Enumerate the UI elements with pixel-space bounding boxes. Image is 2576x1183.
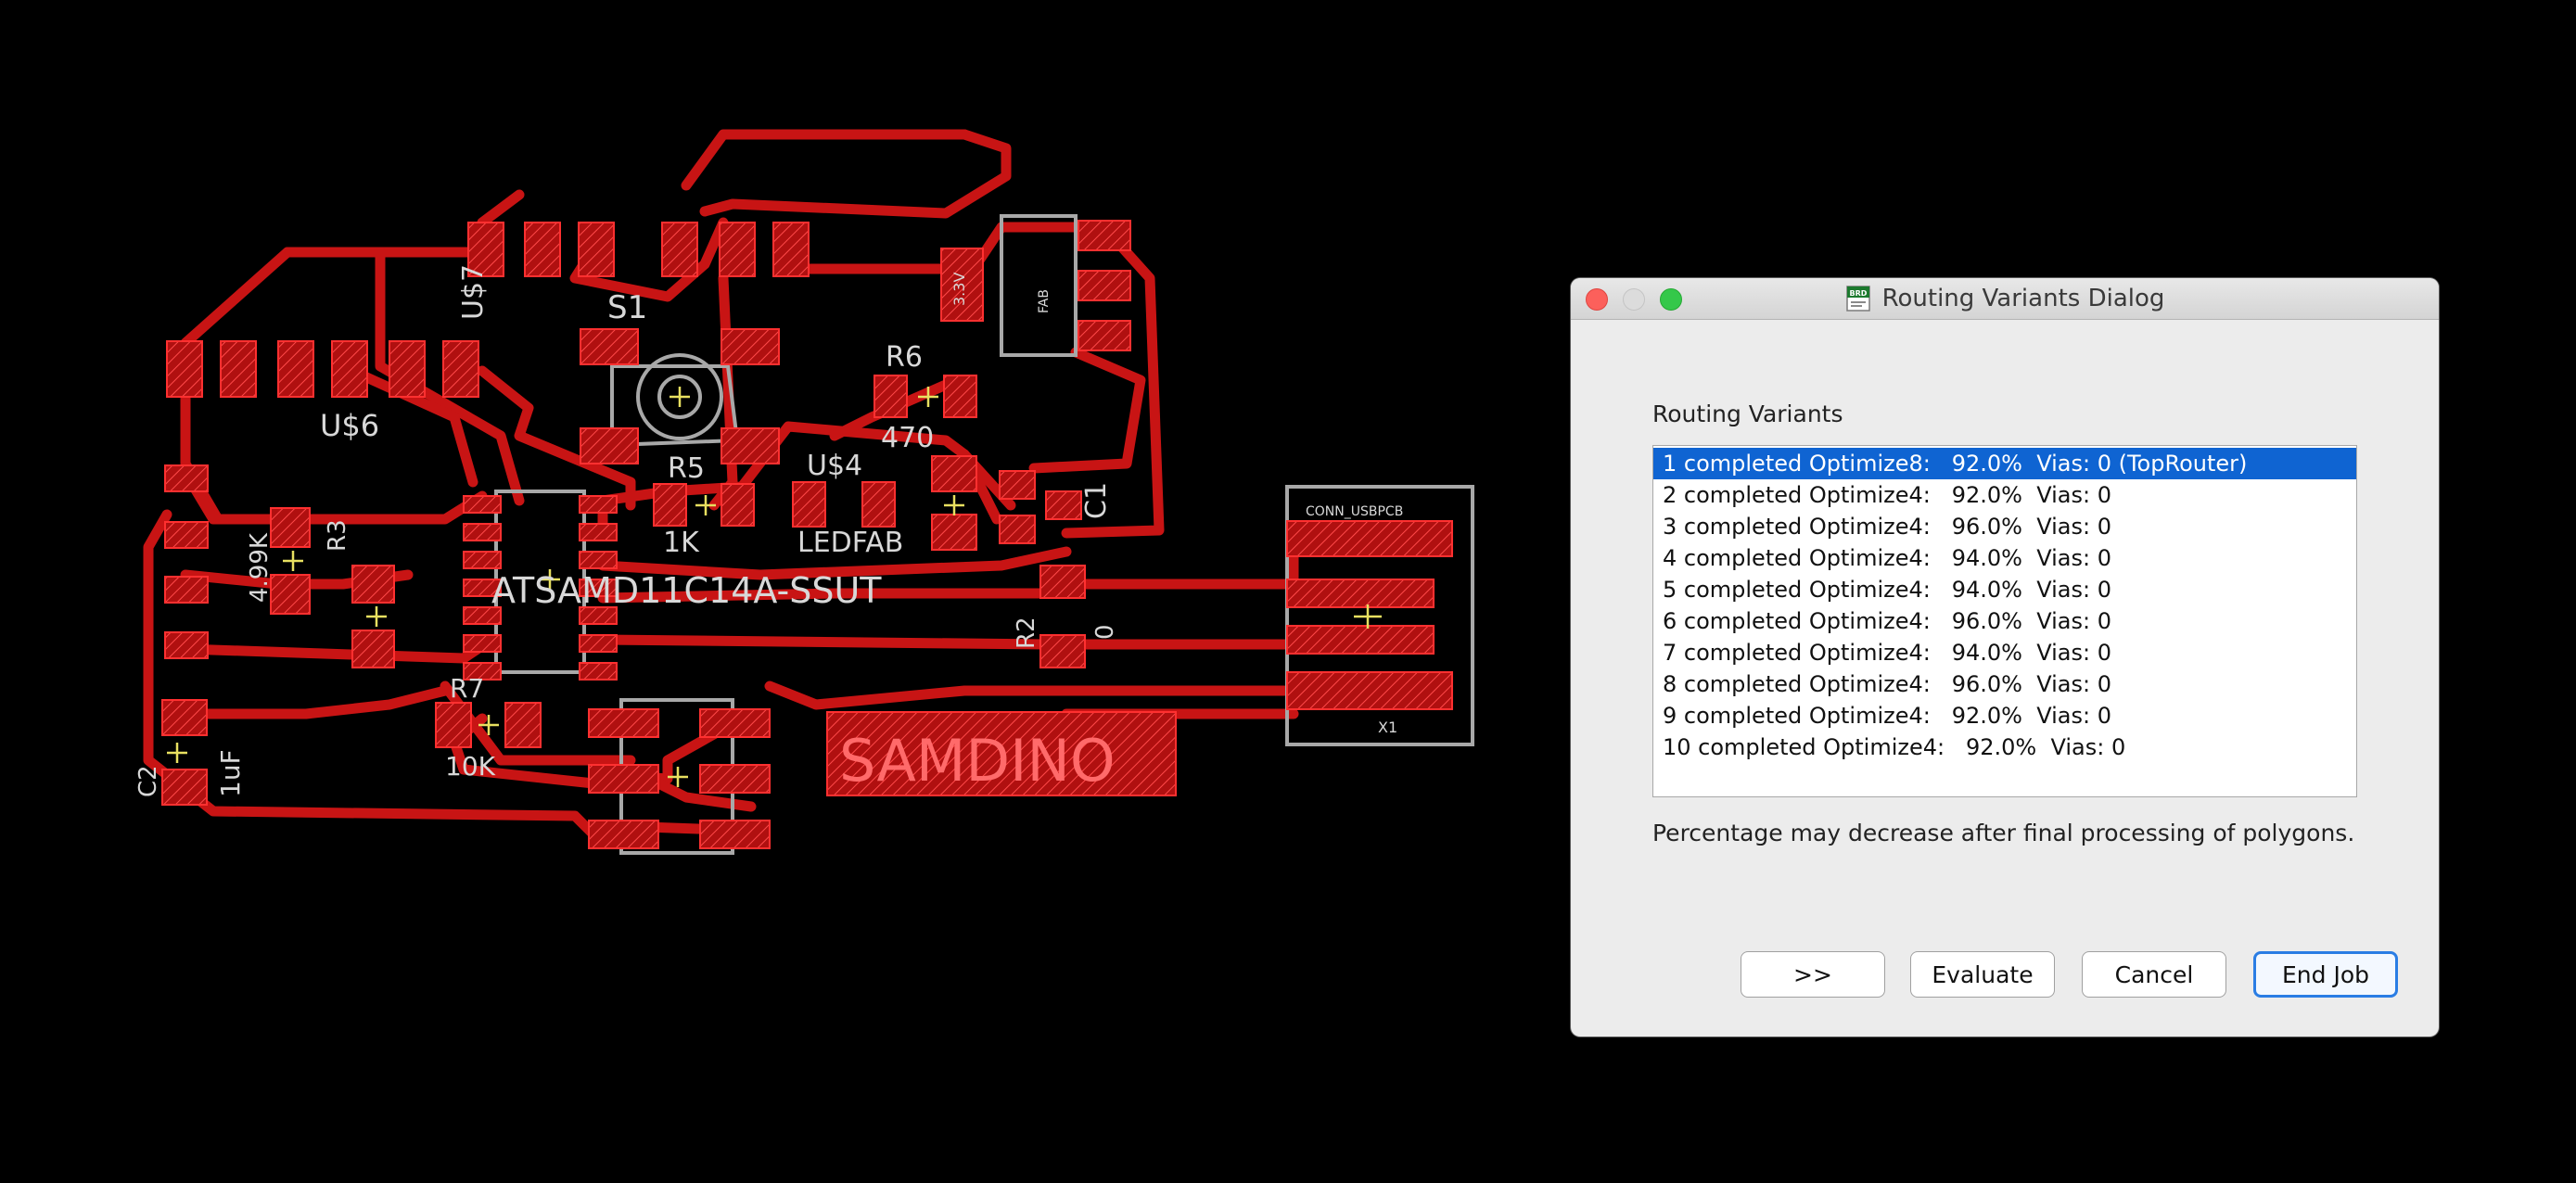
zoom-window-button[interactable] — [1660, 288, 1682, 311]
board-file-icon-text: BRD — [1849, 289, 1867, 298]
label-mcu: ATSAMD11C14A-SSUT — [491, 570, 882, 611]
label-u4: U$4 — [807, 450, 862, 482]
next-variant-button[interactable]: >> — [1741, 951, 1885, 998]
routing-variants-dialog: BRD Routing Variants Dialog Routing Vari… — [1571, 278, 2439, 1037]
label-samdino: SAMDINO — [839, 727, 1116, 795]
label-u7: U$7 — [457, 264, 490, 320]
routing-variants-label: Routing Variants — [1652, 401, 1843, 427]
label-led: LEDFAB — [797, 527, 903, 559]
dialog-title-group: BRD Routing Variants Dialog — [1571, 278, 2439, 319]
label-r6: R6 — [886, 341, 923, 374]
label-r7: R7 — [450, 673, 484, 704]
routing-variant-row[interactable]: 6 completed Optimize4: 96.0% Vias: 0 — [1663, 608, 2111, 634]
routing-variant-row[interactable]: 2 completed Optimize4: 92.0% Vias: 0 — [1663, 482, 2111, 508]
routing-variants-list[interactable]: 1 completed Optimize8: 92.0% Vias: 0 (To… — [1652, 445, 2357, 797]
copper-pads — [161, 220, 1453, 849]
evaluate-button[interactable]: Evaluate — [1910, 951, 2055, 998]
origin-markers — [167, 387, 1382, 787]
label-c1: C1 — [1080, 482, 1113, 519]
label-regulator-value: 3.3V — [950, 273, 968, 306]
label-r2: R2 — [1013, 617, 1040, 649]
dialog-titlebar[interactable]: BRD Routing Variants Dialog — [1571, 278, 2439, 320]
label-r3: R3 — [324, 519, 351, 552]
routing-variant-row[interactable]: 7 completed Optimize4: 94.0% Vias: 0 — [1663, 640, 2111, 666]
routing-variant-row[interactable]: 9 completed Optimize4: 92.0% Vias: 0 — [1663, 703, 2111, 729]
label-10k: 10K — [445, 751, 496, 782]
label-1k: 1K — [663, 527, 700, 559]
polygon-note: Percentage may decrease after final proc… — [1652, 820, 2355, 846]
routing-variant-row[interactable]: 10 completed Optimize4: 92.0% Vias: 0 — [1663, 734, 2126, 760]
label-470: 470 — [881, 422, 934, 454]
minimize-window-button — [1623, 288, 1645, 311]
label-c2: C2 — [134, 765, 162, 797]
label-usb-id: X1 — [1378, 719, 1397, 736]
end-job-button[interactable]: End Job — [2253, 951, 2398, 998]
routing-variant-row[interactable]: 3 completed Optimize4: 96.0% Vias: 0 — [1663, 514, 2111, 540]
label-regulator: FAB — [1037, 289, 1052, 313]
label-r5: R5 — [668, 452, 705, 485]
label-usb-conn: CONN_USBPCB — [1306, 504, 1403, 519]
pcb-board-canvas[interactable]: SAMDINO ATSAMD11C14A-SSUT S1 R5 1K R6 47… — [0, 0, 1558, 1183]
routing-variant-row[interactable]: 1 completed Optimize8: 92.0% Vias: 0 (To… — [1653, 448, 2356, 479]
close-window-button[interactable] — [1586, 288, 1608, 311]
silkscreen-labels: SAMDINO ATSAMD11C14A-SSUT S1 R5 1K R6 47… — [134, 264, 1403, 797]
routing-variant-row[interactable]: 8 completed Optimize4: 96.0% Vias: 0 — [1663, 671, 2111, 697]
cancel-button[interactable]: Cancel — [2082, 951, 2226, 998]
label-u6: U$6 — [320, 408, 379, 443]
label-1uf: 1uF — [215, 749, 246, 797]
label-s1: S1 — [607, 289, 647, 326]
label-0: 0 — [1091, 624, 1119, 640]
routing-variant-row[interactable]: 4 completed Optimize4: 94.0% Vias: 0 — [1663, 545, 2111, 571]
routing-variant-row[interactable]: 5 completed Optimize4: 94.0% Vias: 0 — [1663, 577, 2111, 603]
board-file-icon: BRD — [1845, 286, 1870, 312]
dialog-title: Routing Variants Dialog — [1881, 285, 2165, 312]
label-499k: 4.99K — [246, 532, 274, 603]
